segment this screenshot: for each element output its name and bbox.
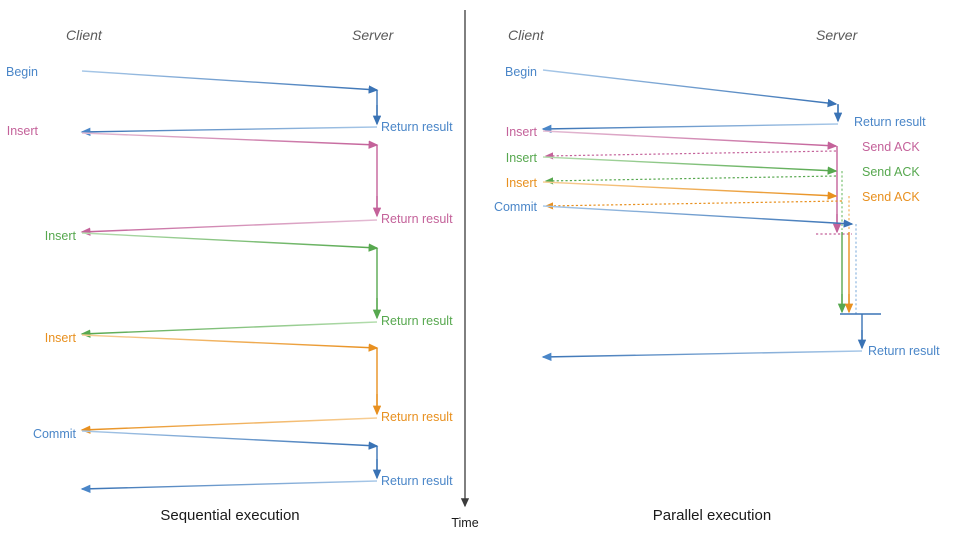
lane-title-client-right: Client: [508, 27, 545, 43]
arrow-ack-pink: [544, 150, 837, 160]
time-axis: Time: [451, 10, 479, 530]
exchange-begin-left: [80, 70, 382, 137]
arrow-ack-orange: [544, 200, 843, 210]
label-left-client-begin: Begin: [6, 65, 38, 79]
label-right-client-begin: Begin: [505, 65, 537, 79]
arrow-commit-request: [81, 430, 379, 450]
label-left-server-return-4: Return result: [381, 410, 453, 424]
arrow-insert2-request-right: [542, 156, 838, 175]
arrow-begin-reply-right: [541, 123, 839, 134]
panel-parallel: Client Server: [494, 27, 940, 524]
label-right-server-ack-3: Send ACK: [862, 190, 920, 204]
exchange-insert3-right: [542, 181, 854, 314]
arrow-insert2-reply: [80, 321, 378, 338]
label-right-client-insert-1: Insert: [506, 125, 538, 139]
label-left-server-return-5: Return result: [381, 474, 453, 488]
label-right-server-return-1: Return result: [854, 115, 926, 129]
lane-title-server-right: Server: [816, 27, 859, 43]
label-right-client-insert-2: Insert: [506, 151, 538, 165]
exchange-commit-left: [80, 430, 382, 493]
lane-title-server-left: Server: [352, 27, 395, 43]
lane-title-client-left: Client: [66, 27, 103, 43]
exchange-insert1-left: [80, 132, 382, 236]
label-left-server-return-2: Return result: [381, 212, 453, 226]
label-right-client-insert-3: Insert: [506, 176, 538, 190]
arrow-insert3-reply: [80, 417, 378, 434]
label-left-server-return-3: Return result: [381, 314, 453, 328]
label-left-client-insert-1: Insert: [7, 124, 39, 138]
arrow-commit-reply: [80, 480, 378, 493]
label-left-client-insert-3: Insert: [45, 331, 77, 345]
label-left-client-commit: Commit: [33, 427, 77, 441]
arrow-begin-reply: [80, 126, 378, 137]
arrow-insert3-request-right: [542, 181, 838, 200]
exchange-insert3-left: [80, 334, 382, 434]
arrow-insert2-request: [81, 232, 379, 252]
arrow-commit-request-right: [542, 205, 854, 228]
exchange-begin-right: [541, 69, 843, 134]
label-right-server-ack-2: Send ACK: [862, 165, 920, 179]
arrow-insert1-reply: [80, 219, 378, 236]
label-right-server-return-2: Return result: [868, 344, 940, 358]
exchange-insert2-right: [542, 156, 847, 314]
arrow-insert3-request: [81, 334, 379, 352]
exchange-insert1-right: [542, 130, 852, 235]
label-left-server-return-1: Return result: [381, 120, 453, 134]
arrow-insert1-request-right: [542, 130, 838, 150]
label-right-server-ack-1: Send ACK: [862, 140, 920, 154]
arrow-commit-reply-right: [541, 350, 863, 362]
panel-sequential: Client Server: [6, 27, 453, 524]
time-axis-label: Time: [451, 516, 478, 530]
exchange-commit-right: [541, 205, 881, 362]
arrow-ack-green: [544, 175, 837, 185]
arrow-begin-request-right: [542, 69, 838, 108]
exchange-insert2-left: [80, 232, 382, 338]
label-left-client-insert-2: Insert: [45, 229, 77, 243]
label-right-client-commit: Commit: [494, 200, 538, 214]
arrow-insert1-request: [81, 132, 379, 149]
caption-sequential: Sequential execution: [160, 507, 299, 524]
arrow-begin-request: [81, 70, 379, 94]
caption-parallel: Parallel execution: [653, 507, 771, 524]
